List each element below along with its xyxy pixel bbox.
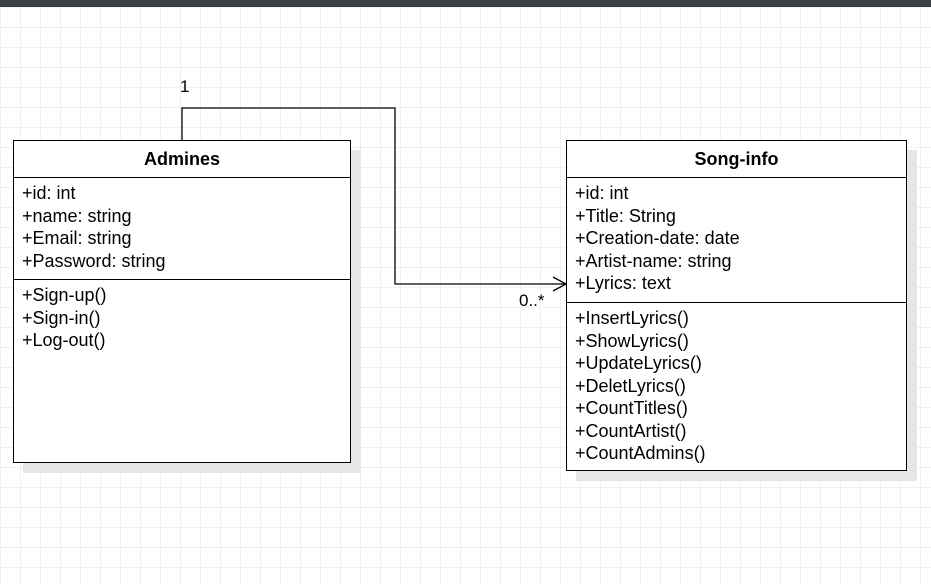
method: +CountAdmins() <box>575 443 706 463</box>
methods-compartment[interactable]: +InsertLyrics() +ShowLyrics() +UpdateLyr… <box>567 303 906 465</box>
method: +CountArtist() <box>575 420 687 441</box>
class-name: Song-info <box>567 141 906 178</box>
attributes-compartment[interactable]: +id: int +name: string +Email: string +P… <box>14 178 350 280</box>
method: +Sign-in() <box>22 307 101 328</box>
method: +ShowLyrics() <box>575 330 689 351</box>
method: +Log-out() <box>22 330 106 350</box>
source-multiplicity-label: 1 <box>180 77 190 96</box>
open-arrowhead <box>552 276 568 292</box>
class-admines[interactable]: Admines +id: int +name: string +Email: s… <box>13 140 351 463</box>
class-name: Admines <box>14 141 350 178</box>
attribute: +Creation-date: date <box>575 228 740 248</box>
attribute: +Email: string <box>22 228 132 248</box>
attribute: +id: int <box>575 183 629 203</box>
attribute: +Artist-name: string <box>575 250 732 271</box>
attribute: +Lyrics: text <box>575 273 671 293</box>
method: +CountTitles() <box>575 398 688 418</box>
top-toolbar <box>0 0 931 7</box>
method: +InsertLyrics() <box>575 308 689 328</box>
class-song-info[interactable]: Song-info +id: int +Title: String +Creat… <box>566 140 907 471</box>
attribute: +id: int <box>22 183 76 203</box>
methods-compartment[interactable]: +Sign-up() +Sign-in() +Log-out() <box>14 280 350 352</box>
method: +Sign-up() <box>22 285 107 305</box>
attribute: +Password: string <box>22 250 166 271</box>
attribute: +name: string <box>22 205 132 226</box>
attribute: +Title: String <box>575 205 676 226</box>
target-multiplicity-label: 0..* <box>519 291 545 310</box>
method: +DeletLyrics() <box>575 375 686 396</box>
method: +UpdateLyrics() <box>575 353 702 373</box>
attributes-compartment[interactable]: +id: int +Title: String +Creation-date: … <box>567 178 906 303</box>
